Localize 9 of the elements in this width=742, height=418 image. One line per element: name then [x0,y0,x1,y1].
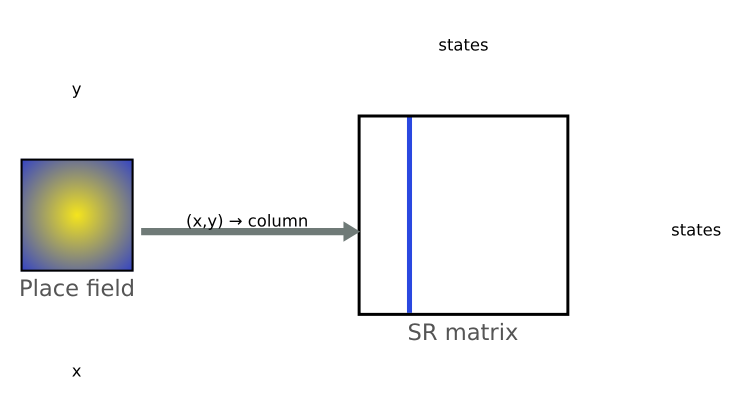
node-label: Place field [19,275,136,302]
arrow [141,220,360,242]
label: states [438,35,489,54]
label: y [72,79,82,98]
label: states [671,220,722,239]
label: x [72,360,82,380]
node-label: SR matrix [407,320,518,346]
node-box [358,114,570,316]
edge-label: (x,y) → column [186,210,308,230]
